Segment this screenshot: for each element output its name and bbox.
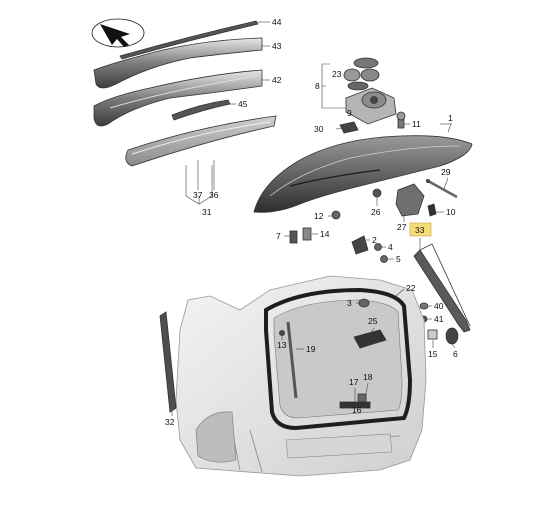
- part-26: [372, 188, 382, 198]
- part-13: [279, 330, 285, 336]
- part-3: [358, 298, 370, 308]
- callout-44: 44: [272, 17, 282, 27]
- callout-14: 14: [320, 229, 330, 239]
- part-2-4-5-hinge: [351, 235, 388, 263]
- part-12: [331, 210, 341, 220]
- callout-27: 27: [397, 222, 407, 232]
- part-9-lock-assembly: [345, 87, 397, 125]
- callout-41: 41: [434, 314, 444, 324]
- callout-11: 11: [412, 119, 421, 129]
- part-42-spoiler: [93, 69, 263, 127]
- part-44-trim-strip: [119, 20, 259, 60]
- direction-arrow-icon: [91, 18, 145, 48]
- rear-window-glass: [125, 115, 277, 167]
- callout-43: 43: [272, 41, 282, 51]
- callout-40: 40: [434, 301, 444, 311]
- callout-3: 3: [347, 298, 352, 308]
- callout-42: 42: [272, 75, 282, 85]
- callout-33-highlight[interactable]: 33: [409, 222, 432, 237]
- callout-18: 18: [363, 372, 373, 382]
- part-30: [339, 121, 359, 134]
- callout-1: 1: [448, 113, 453, 123]
- part-23-emblems: [343, 57, 380, 91]
- callout-7: 7: [276, 231, 281, 241]
- vehicle-rear-body: [175, 275, 427, 477]
- callout-10: 10: [446, 207, 456, 217]
- part-11-bolt: [396, 111, 406, 129]
- callout-5: 5: [396, 254, 401, 264]
- callout-9: 9: [347, 108, 352, 118]
- callout-labels: 44 43 42 45 23 8 30 11 1 29 10 26 12 27 …: [165, 17, 458, 427]
- callout-23: 23: [332, 69, 342, 79]
- callout-29: 29: [441, 167, 451, 177]
- callout-33: 33: [415, 225, 425, 235]
- callout-4: 4: [388, 242, 393, 252]
- callout-32: 32: [165, 417, 175, 427]
- part-7-14-fasteners: [289, 227, 312, 244]
- callout-36: 36: [209, 190, 219, 200]
- callout-13: 13: [277, 340, 287, 350]
- callout-2: 2: [372, 235, 377, 245]
- part-1-tailgate-panel: [253, 135, 473, 213]
- callout-16: 16: [352, 405, 362, 415]
- callout-6: 6: [453, 349, 458, 359]
- part-43-spoiler-insert: [93, 37, 263, 89]
- callout-37: 37: [193, 190, 203, 200]
- callout-12: 12: [314, 211, 324, 221]
- callout-15: 15: [428, 349, 438, 359]
- part-10: [427, 203, 437, 217]
- callout-25: 25: [368, 316, 378, 326]
- callout-8: 8: [315, 81, 320, 91]
- part-15-6: [427, 327, 459, 345]
- callout-17: 17: [349, 377, 359, 387]
- part-29-rod: [426, 179, 458, 199]
- part-45-strip: [171, 99, 231, 121]
- callout-19: 19: [306, 344, 316, 354]
- leader-lines: [171, 21, 456, 416]
- part-27-lock-motor: [395, 183, 425, 217]
- callout-31: 31: [202, 207, 212, 217]
- callout-30: 30: [314, 124, 324, 134]
- callout-45: 45: [238, 99, 248, 109]
- part-32-side-trim: [159, 311, 177, 413]
- callout-26: 26: [371, 207, 381, 217]
- part-19-strut: [286, 321, 298, 399]
- callout-22: 22: [406, 283, 416, 293]
